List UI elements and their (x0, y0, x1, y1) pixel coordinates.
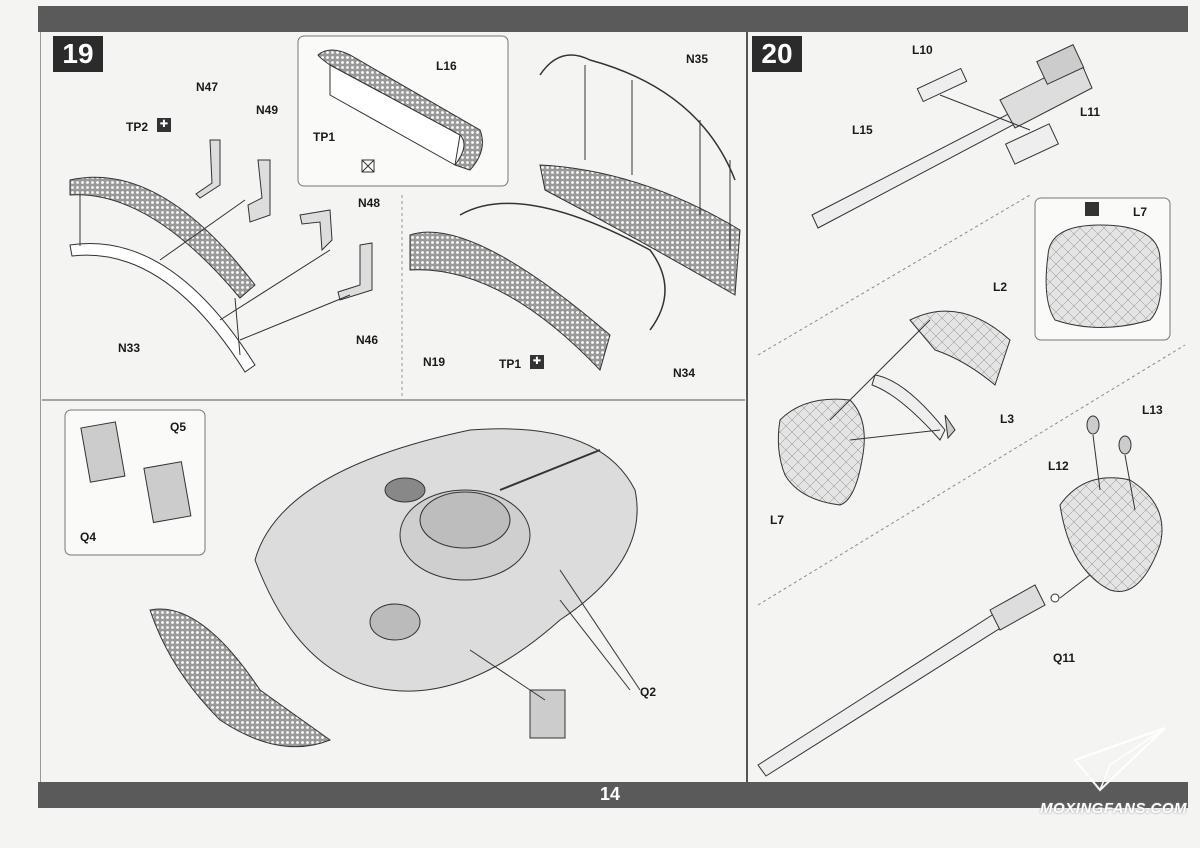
part-label-q5: Q5 (170, 420, 187, 434)
part-label-q2: Q2 (640, 685, 657, 699)
part-label-n35: N35 (686, 52, 709, 66)
page-frame (40, 32, 1189, 782)
bottom-bar (38, 782, 1188, 808)
glue-icon: ✚ (157, 118, 171, 132)
part-label-n47: N47 (196, 80, 219, 94)
part-label-n33: N33 (118, 341, 141, 355)
part-label-l15: L15 (852, 123, 873, 137)
top-bar (38, 6, 1188, 32)
part-label-n48: N48 (358, 196, 381, 210)
part-label-q11: Q11 (1053, 651, 1076, 665)
part-label-l2: L2 (993, 280, 1008, 294)
page-number: 14 (599, 784, 621, 804)
part-label-l11: L11 (1080, 105, 1101, 119)
part-label-tp1-inset: TP1 (313, 130, 336, 144)
part-label-n46: N46 (356, 333, 379, 347)
part-label-l16: L16 (436, 59, 457, 73)
step-divider (746, 32, 748, 782)
part-label-n49: N49 (256, 103, 279, 117)
part-label-l7: L7 (770, 513, 785, 527)
part-label-l3: L3 (1000, 412, 1015, 426)
step-20-badge: 20 (752, 36, 802, 72)
part-label-l10: L10 (912, 43, 933, 57)
part-label-l7-inset: L7 (1133, 205, 1148, 219)
step-19-badge: 19 (53, 36, 103, 72)
part-label-n34: N34 (673, 366, 696, 380)
part-label-n19: N19 (423, 355, 446, 369)
part-label-tp1: TP1 (499, 357, 522, 371)
watermark-text: MOXINGFANS.COM (1040, 800, 1188, 817)
part-label-l12: L12 (1048, 459, 1069, 473)
part-label-l13: L13 (1142, 403, 1163, 417)
part-label-q4: Q4 (80, 530, 97, 544)
part-label-tp2: TP2 (126, 120, 149, 134)
glue-icon: ✚ (530, 355, 544, 369)
